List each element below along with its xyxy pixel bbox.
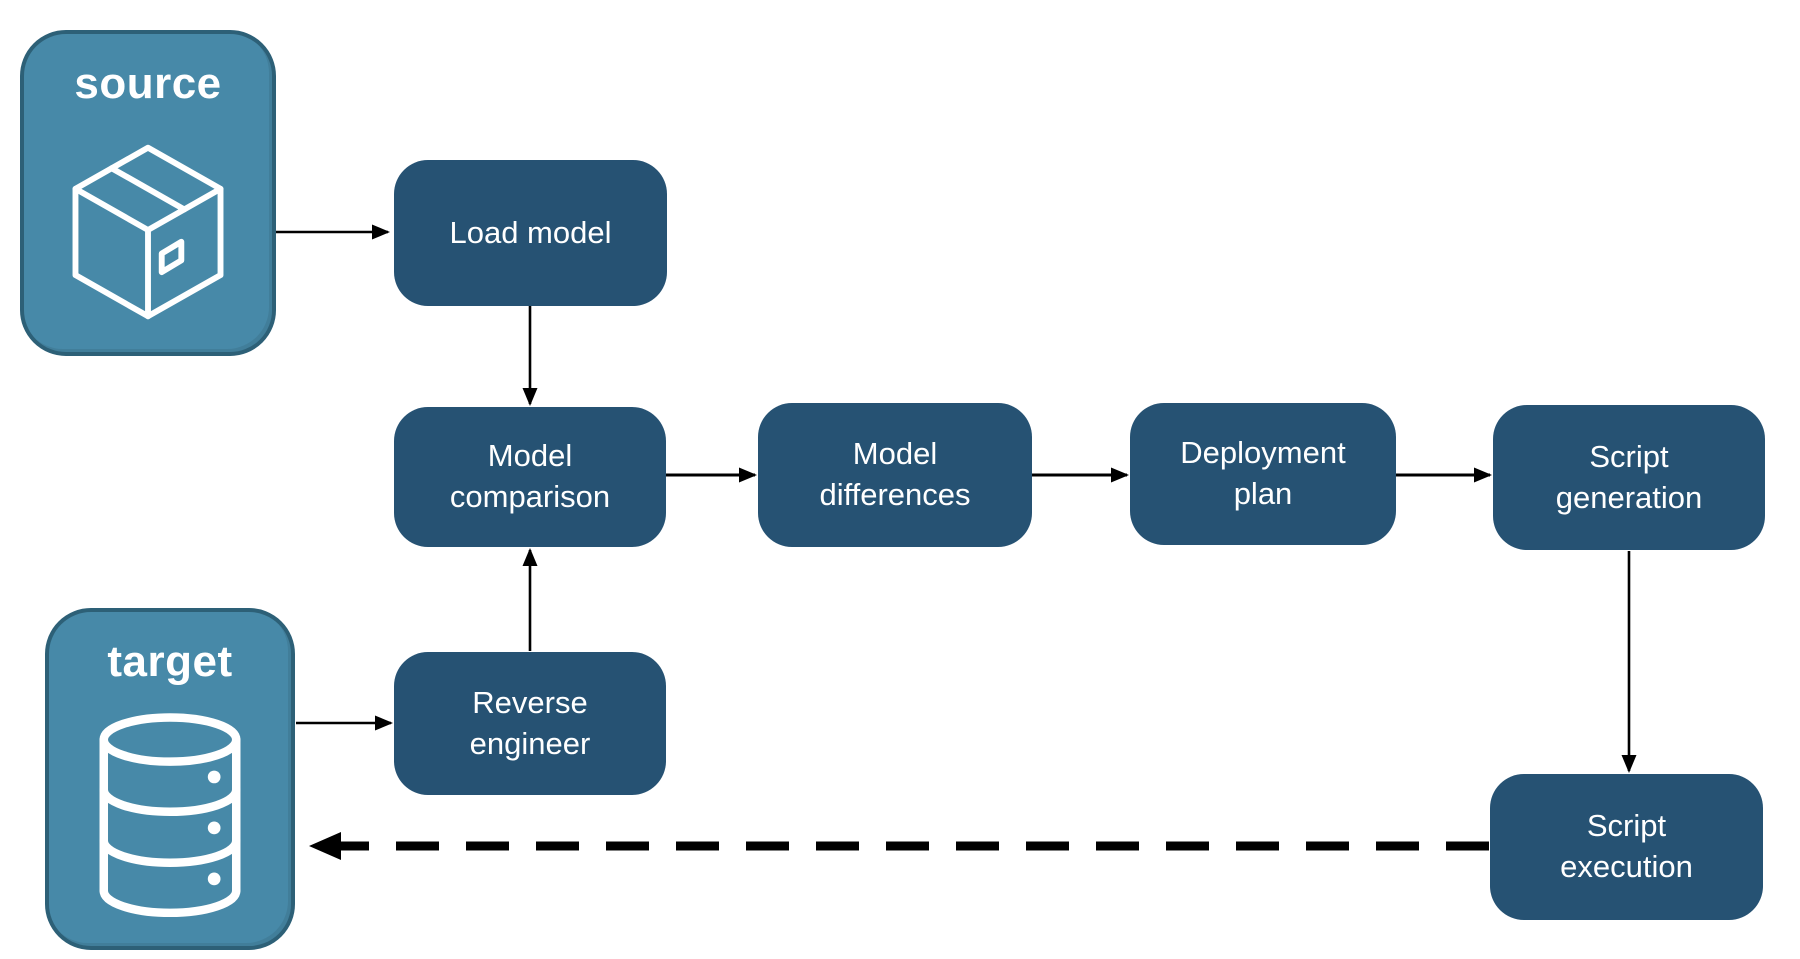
node-model-differences: Model differences: [758, 403, 1032, 547]
model-differences-label: Model differences: [819, 436, 971, 512]
target-label: target: [107, 637, 233, 686]
node-reverse-engineer: Reverse engineer: [394, 652, 666, 795]
node-deployment-plan: Deployment plan: [1130, 403, 1396, 545]
node-script-generation: Script generation: [1493, 405, 1765, 550]
database-icon: [49, 686, 291, 946]
node-source: source: [20, 30, 276, 356]
source-label: source: [74, 59, 222, 108]
node-target: target: [45, 608, 295, 950]
node-load-model: Load model: [394, 160, 667, 306]
load-model-label: Load model: [449, 214, 612, 250]
script-generation-label: Script generation: [1555, 438, 1703, 515]
node-model-comparison: Model comparison: [394, 407, 666, 547]
deployment-plan-label: Deployment plan: [1180, 435, 1346, 511]
reverse-engineer-label: Reverse engineer: [469, 684, 591, 761]
script-execution-label: Script execution: [1560, 808, 1693, 884]
model-comparison-label: Model comparison: [449, 438, 611, 514]
package-icon: [24, 108, 272, 352]
node-script-execution: Script execution: [1490, 774, 1763, 920]
